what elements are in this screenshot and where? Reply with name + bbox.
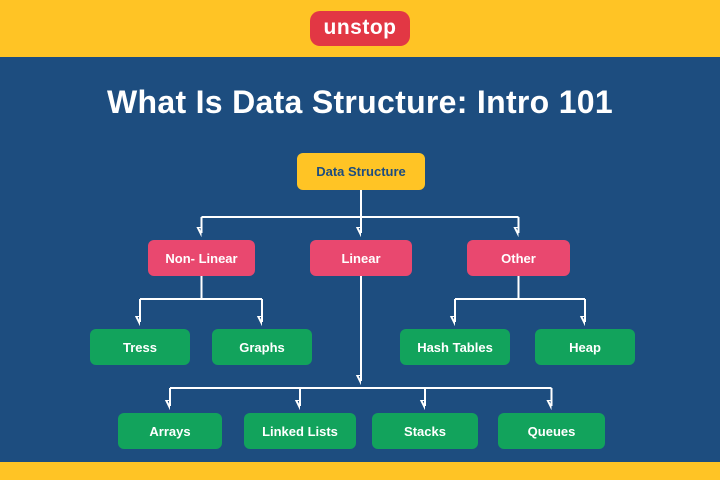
node-other: Other — [467, 240, 570, 276]
unstop-logo: unstop — [309, 11, 411, 46]
node-tress: Tress — [90, 329, 190, 365]
node-linked-lists: Linked Lists — [244, 413, 356, 449]
page-title: What Is Data Structure: Intro 101 — [107, 84, 613, 120]
node-linear: Linear — [310, 240, 412, 276]
node-arrays: Arrays — [118, 413, 222, 449]
node-graphs: Graphs — [212, 329, 312, 365]
node-queues: Queues — [498, 413, 605, 449]
node-stacks: Stacks — [372, 413, 478, 449]
bottom-banner — [0, 462, 720, 480]
node-hash-tables: Hash Tables — [400, 329, 510, 365]
node-data-structure: Data Structure — [297, 153, 425, 190]
node-heap: Heap — [535, 329, 635, 365]
node-non-linear: Non- Linear — [148, 240, 255, 276]
top-banner: unstop — [0, 0, 720, 57]
